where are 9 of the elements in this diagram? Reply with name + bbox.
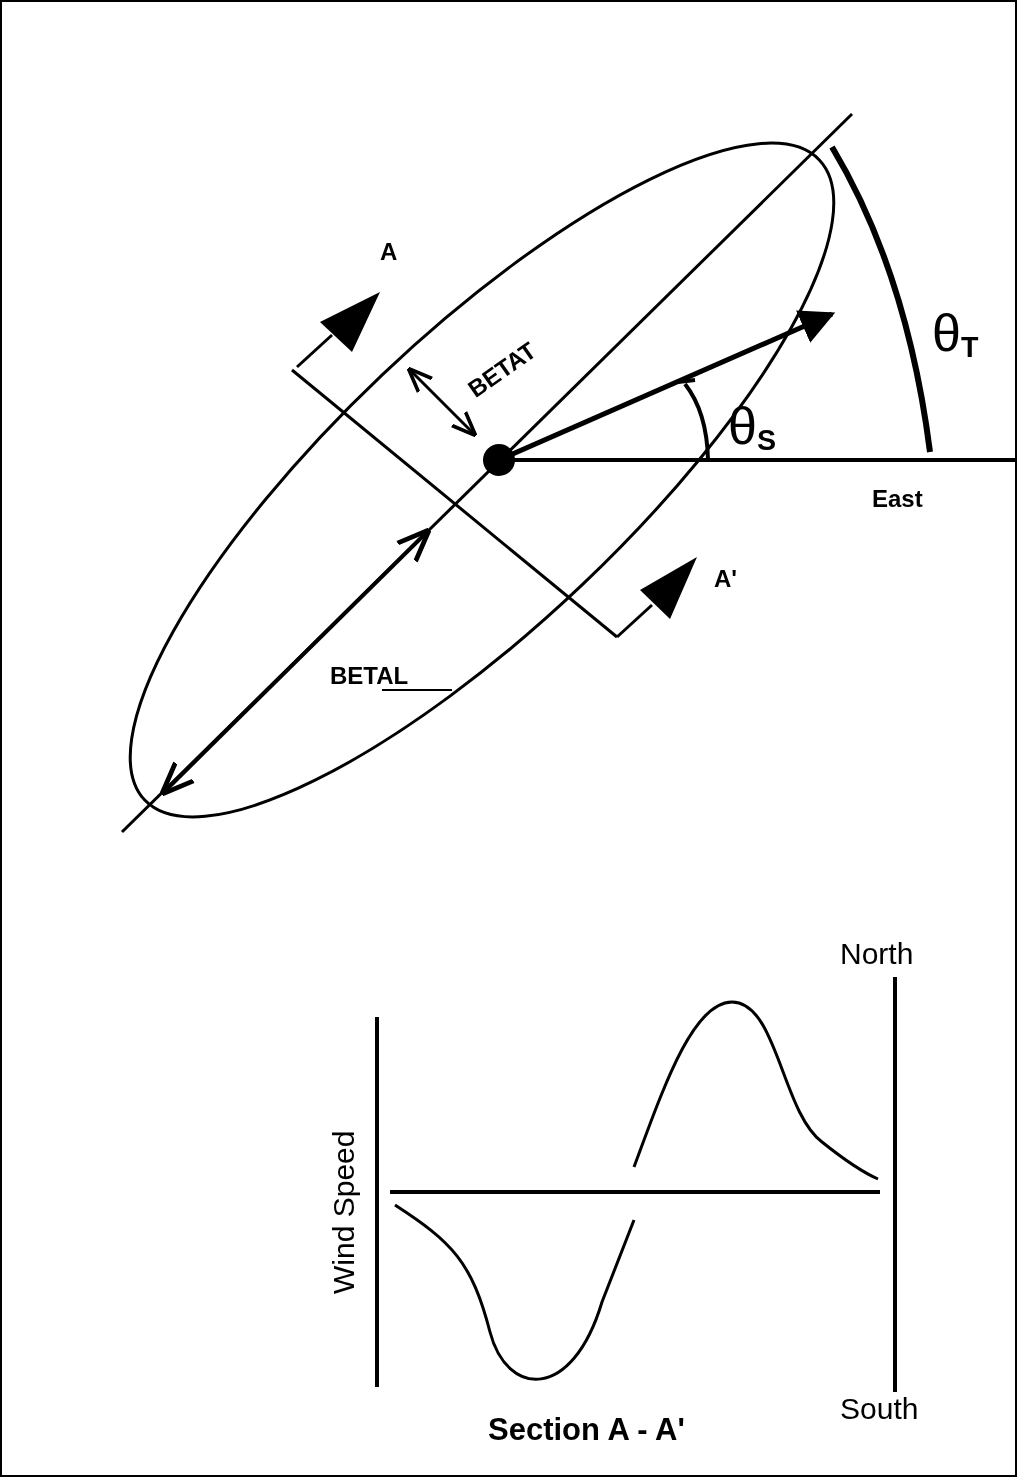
direction-label: East <box>872 487 923 511</box>
section-end-label: A <box>380 240 398 264</box>
angle-label: θ$_{T}$ <box>932 307 979 359</box>
figure-caption: Section A - A' <box>488 1414 685 1445</box>
axis-label: BETAL <box>330 664 409 688</box>
section-end-label: A' <box>714 567 738 591</box>
direction-label: North <box>840 939 914 969</box>
direction-label: South <box>840 1394 919 1424</box>
axis-title: Wind Speed <box>329 1130 359 1294</box>
